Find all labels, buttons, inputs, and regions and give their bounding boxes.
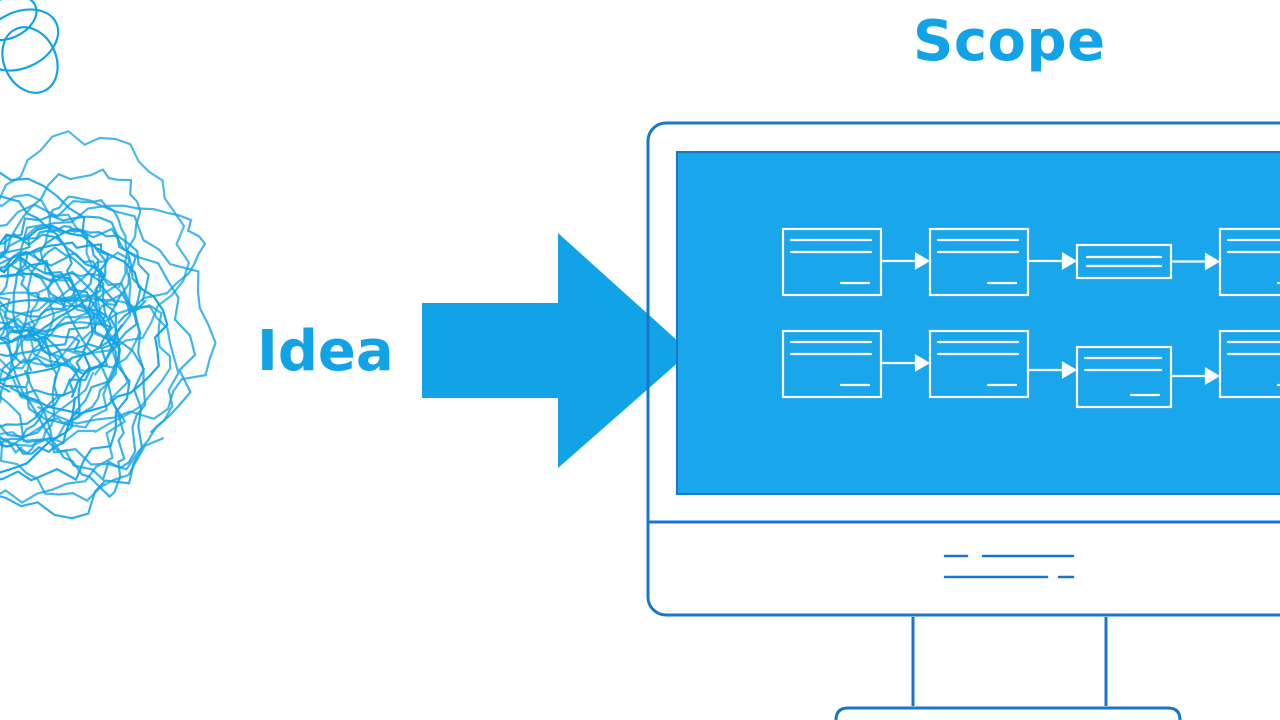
scribble-loop: [0, 328, 82, 455]
scribble-loop: [0, 0, 38, 42]
flow-arrow-head: [1061, 361, 1078, 379]
scribble-loop: [0, 291, 118, 444]
flow-arrow-head: [914, 354, 931, 372]
big-right-arrow-icon: [422, 233, 690, 468]
scribble-loop: [0, 261, 126, 499]
flow-arrow-head: [914, 252, 931, 270]
scribble-loop: [0, 264, 131, 482]
monitor-chin-lines: [943, 554, 1075, 579]
flow-box: [1218, 329, 1280, 399]
flow-box: [1218, 227, 1280, 297]
flow-box: [1075, 345, 1173, 409]
scribble-loop: [0, 171, 107, 358]
flow-arrow-head: [1204, 367, 1221, 385]
flow-arrow-head: [1204, 252, 1221, 271]
flow-box: [928, 329, 1030, 399]
idea-label: Idea: [257, 319, 394, 384]
scribble-loop: [0, 250, 118, 438]
scribble-loop: [0, 298, 115, 382]
scribble-loop: [0, 199, 217, 425]
scribble-loop: [12, 227, 142, 357]
scribble-loop: [19, 246, 147, 482]
scribble-loop: [0, 317, 58, 455]
scribble-loop: [0, 295, 172, 448]
tangled-scribble-icon: [0, 0, 217, 520]
scribble-loop: [0, 8, 60, 72]
scribble-loop: [0, 224, 169, 415]
scribble-loop: [0, 193, 106, 373]
scribble-loop: [0, 130, 191, 365]
monitor-icon: [646, 121, 1280, 720]
monitor-stand-base: [834, 706, 1182, 720]
flowchart-icon: [781, 227, 1280, 409]
monitor-screen: [676, 151, 1280, 495]
scribble-loop: [1, 26, 59, 94]
scribble-loop: [0, 223, 197, 471]
flow-box: [1075, 243, 1173, 280]
flow-box: [781, 227, 883, 297]
scribble-loop: [0, 214, 150, 376]
flow-box: [781, 329, 883, 399]
scope-title: Scope: [913, 9, 1106, 74]
scribble-loop: [0, 270, 145, 520]
scribble-loop: [0, 168, 142, 333]
flow-arrow-head: [1061, 252, 1078, 270]
monitor-bezel: [646, 121, 1280, 617]
flow-box: [928, 227, 1030, 297]
